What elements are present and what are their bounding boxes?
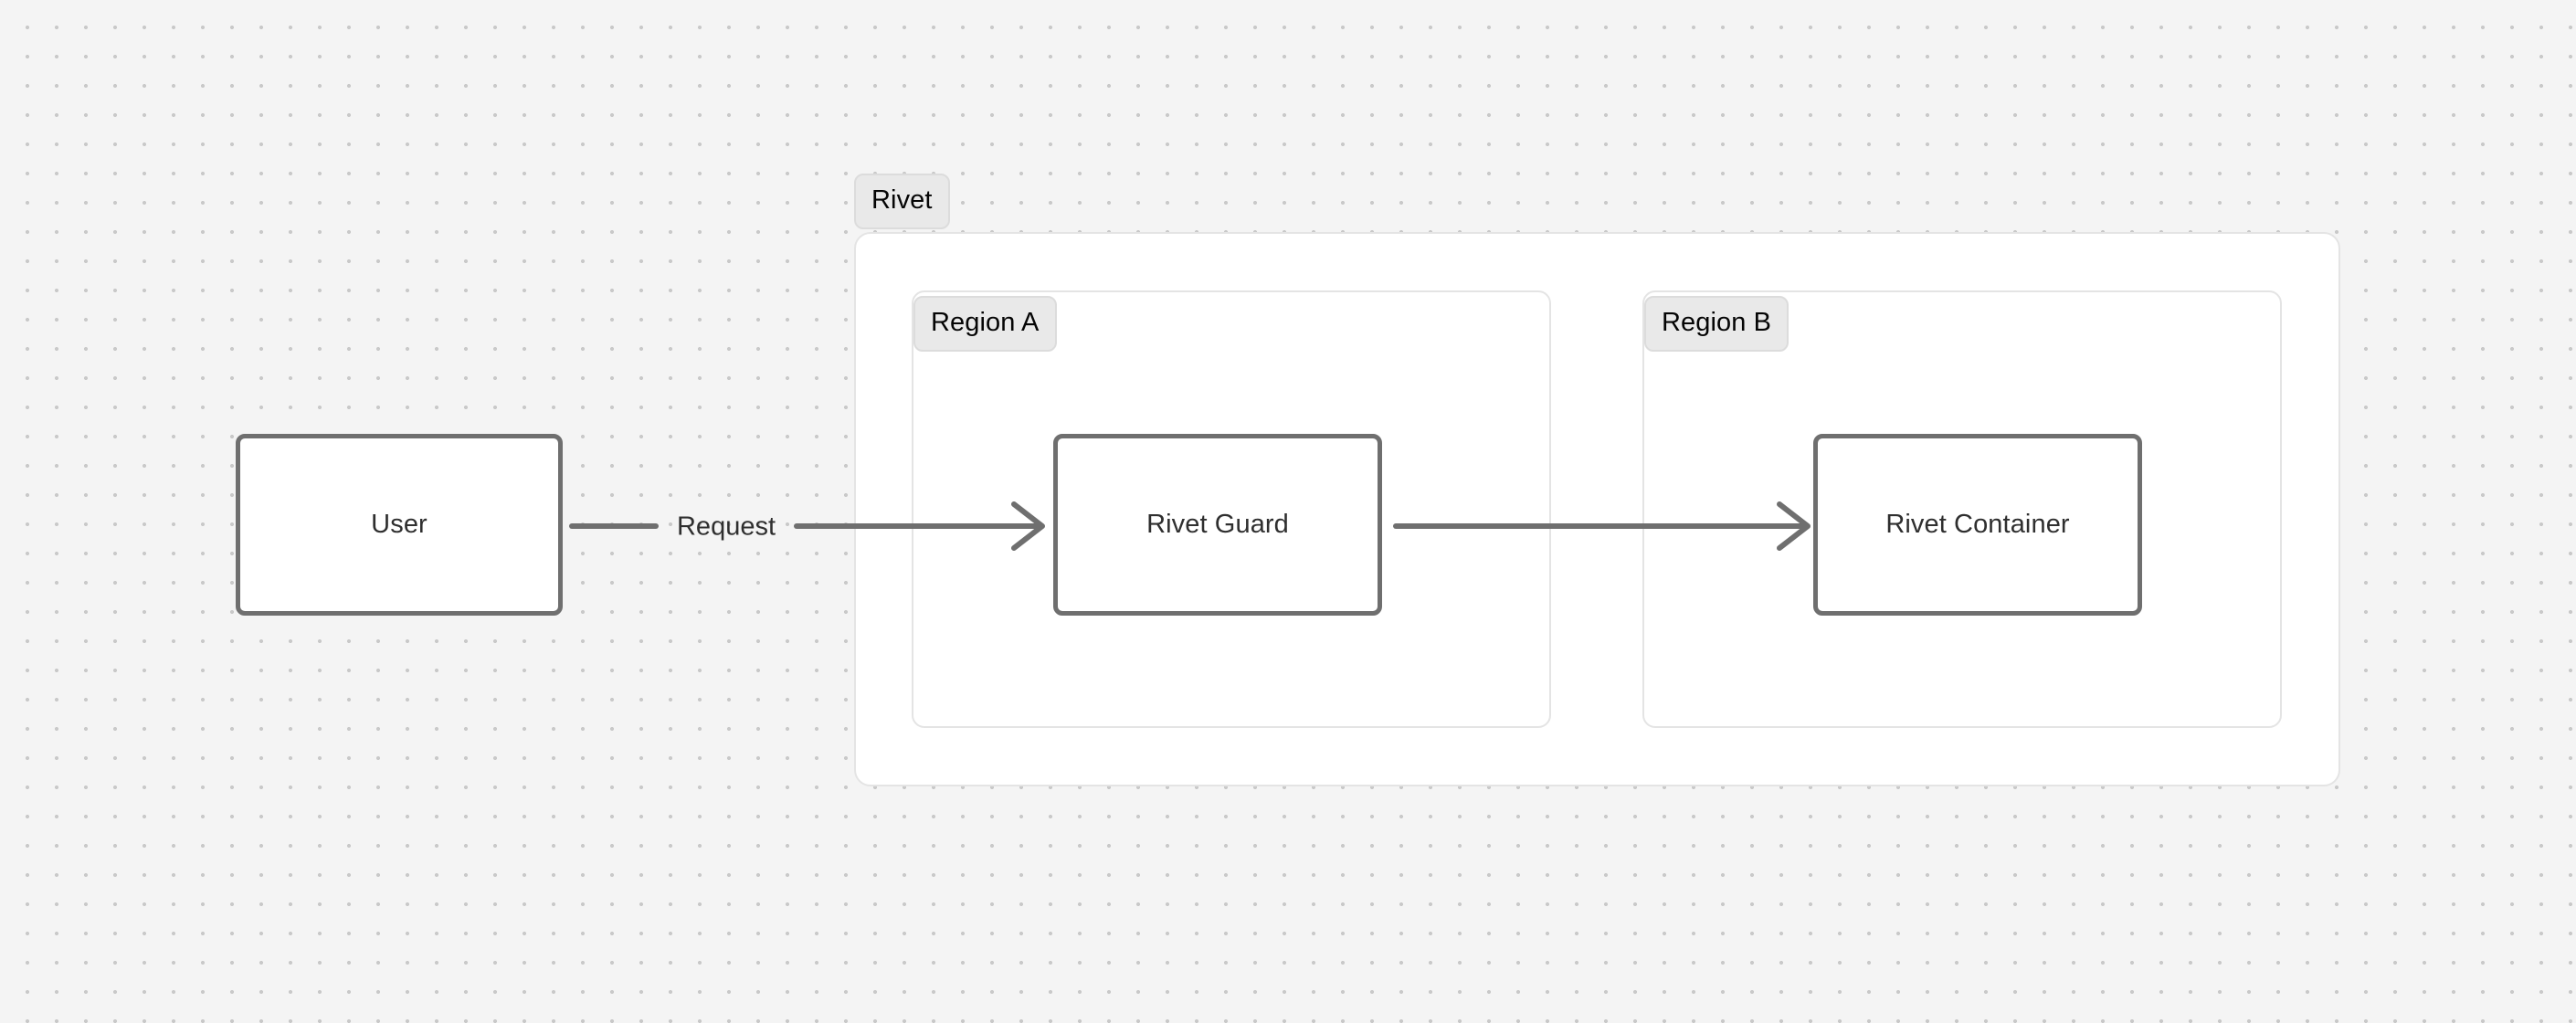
edge-user-to-rivet-guard <box>569 501 1045 551</box>
edge-label-request: Request <box>676 512 776 542</box>
node-rivet-container-label: Rivet Container <box>1885 510 2070 539</box>
node-user[interactable]: User <box>236 434 563 616</box>
node-rivet-container[interactable]: Rivet Container <box>1813 434 2142 616</box>
arrowhead-icon <box>1011 501 1045 551</box>
node-rivet-guard-label: Rivet Guard <box>1146 510 1289 539</box>
arrowhead-icon <box>1777 501 1811 551</box>
node-user-label: User <box>371 510 428 539</box>
group-label-rivet: Rivet <box>854 174 950 229</box>
node-rivet-guard[interactable]: Rivet Guard <box>1053 434 1382 616</box>
edge-rivet-guard-to-rivet-container <box>1393 501 1811 551</box>
group-label-region-b: Region B <box>1644 296 1789 352</box>
group-label-region-a: Region A <box>913 296 1057 352</box>
